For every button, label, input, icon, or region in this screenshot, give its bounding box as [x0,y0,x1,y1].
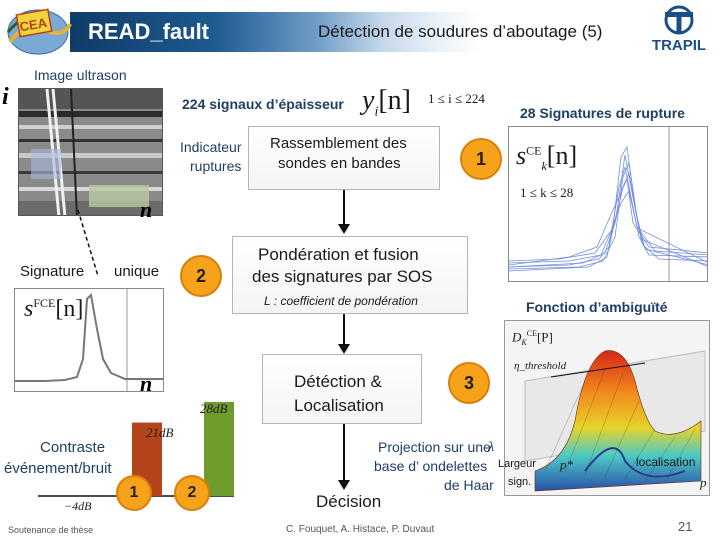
tick-21db: 21dB [146,425,174,440]
lab-logo: CEA [6,8,72,55]
ambiguity-formula: DKCE[P] [512,329,553,347]
arrow-down-1 [338,190,350,234]
ultrasound-image [18,88,163,216]
signaux-label: 224 signaux d’épaisseur [182,96,344,112]
detection-box [262,354,422,424]
step-1-marker: 1 [460,138,502,180]
k-range: 1 ≤ k ≤ 28 [520,185,574,200]
contraste-label-1: Contraste [40,439,106,456]
ponderation-line-1: Pondération et fusion [258,245,419,264]
step-3-marker: 3 [448,362,490,404]
bar-2-marker: 2 [174,475,210,511]
signatures-rupture-label: 28 Signatures de rupture [520,105,685,121]
rassemblement-line-1: Rassemblement des [270,135,407,152]
signatures-plot [508,126,708,282]
bar-2 [204,402,234,496]
trapil-logo: TRAPIL [652,5,706,54]
sfce-formula: sFCE[n] [24,296,84,322]
detection-line-2: Localisation [294,396,384,415]
p-symbol: p [700,475,707,490]
signature-plot [14,288,164,392]
n-axis-symbol-2: n [140,371,153,396]
skce-formula: sCEk[n] [516,141,578,174]
step-2-marker: 2 [180,255,222,297]
rassemblement-box [248,126,440,190]
ambiguity-surface [504,320,710,496]
yi-range: 1 ≤ i ≤ 224 [428,91,485,106]
ruptures-label: ruptures [190,158,242,174]
fonction-ambiguite-label: Fonction d’ambiguïté [526,299,668,315]
header-bar [70,12,628,52]
arrow-down-3 [338,424,350,490]
tick-minus4db: −4dB [64,499,92,513]
decision-label: Décision [316,492,382,511]
projection-line-2: base d’ ondelettes [374,458,488,474]
yi-formula: yi[n] [362,85,411,120]
projection-line-3: de Haar [444,477,494,493]
footer-authors: C. Fouquet, A. Histace, P. Duvaut [286,524,435,535]
indicateur-label: Indicateur [180,139,242,155]
eta-threshold: η_threshold [514,360,567,372]
image-ultrason-label: Image ultrason [34,67,127,83]
bar-1-marker: 1 [116,475,152,511]
rassemblement-line-2: sondes en bandes [278,155,401,172]
left-logo-text: CEA [18,15,48,35]
trapil-logo-text: TRAPIL [652,37,706,54]
localisation-label: localisation [636,455,696,469]
page-title: Détection de soudures d’aboutage (5) [318,22,603,41]
largeur-label: Largeur [498,458,536,470]
tick-28db: 28dB [200,401,228,416]
lambda-symbol: λ [488,440,495,455]
ponderation-line-2: des signatures par SOS [252,267,433,286]
unique-label: unique [114,263,160,280]
coefficient-label: L : coefficient de pondération [264,294,418,308]
footer-left: Soutenance de thèse [8,525,94,535]
arrow-down-2 [338,314,350,354]
ponderation-box [232,236,468,314]
signature-label: Signature [20,263,85,280]
page-number: 21 [678,519,693,534]
i-axis-symbol: i [2,84,9,110]
projection-line-1: Projection sur une [378,439,491,455]
p-star-symbol: p* [560,457,573,472]
contraste-label-2: événement/bruit [4,460,112,477]
detection-line-1: Détéction & [294,372,382,391]
n-axis-symbol-1: n [140,197,153,222]
brand-title: READ_fault [88,19,210,44]
sign-label: sign. [508,476,532,488]
dashed-connector [77,210,99,277]
